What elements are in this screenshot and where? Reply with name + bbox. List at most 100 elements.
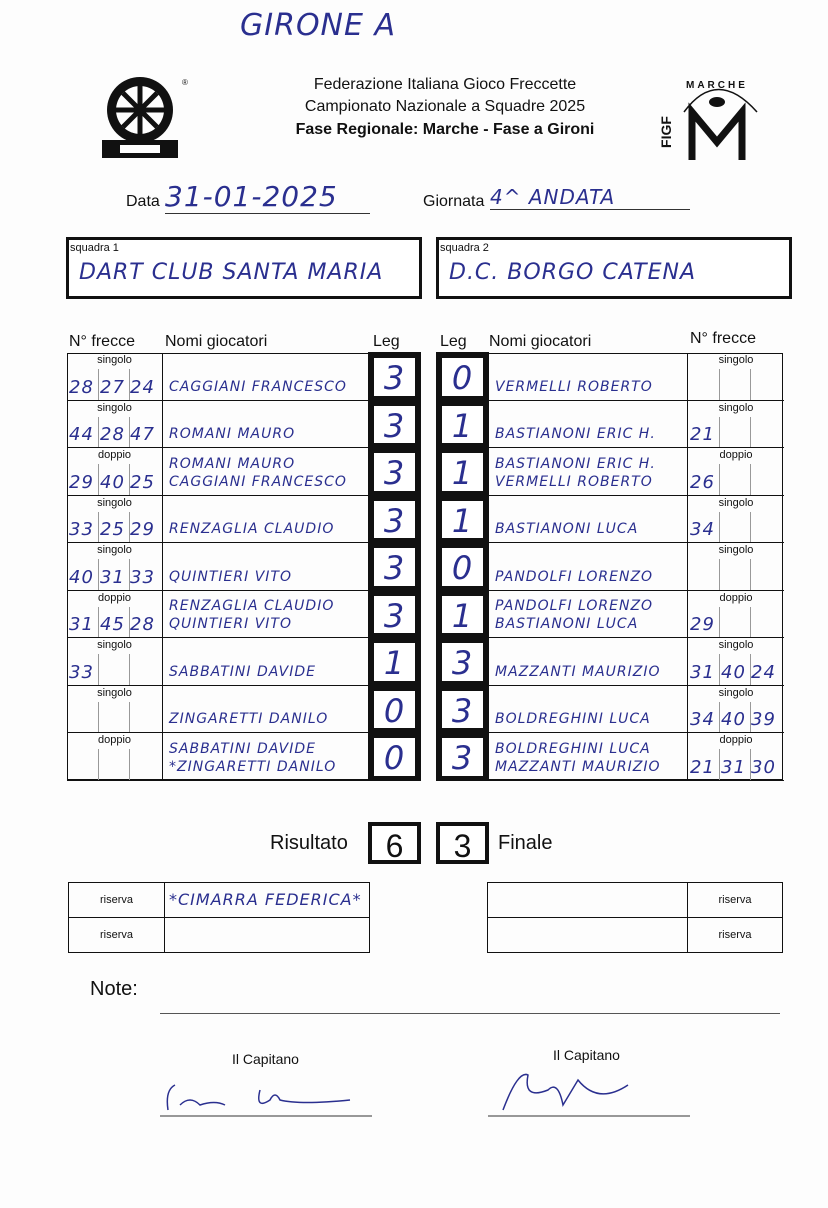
right-player-names[interactable]: BOLDREGHINI LUCA [489,685,688,733]
left-leg-score[interactable]: 3 [372,403,417,445]
left-frecce-cell[interactable]: doppio [67,733,163,781]
left-player-names[interactable]: ZINGARETTI DANILO [163,686,369,733]
result-right-score[interactable]: 3 [436,822,489,864]
left-player-names[interactable]: CAGGIANI FRANCESCO [163,353,369,401]
frecce-value[interactable]: 25 [100,519,125,540]
result-left-score[interactable]: 6 [368,822,421,864]
frecce-value[interactable]: 29 [690,614,715,635]
frecce-value[interactable]: 26 [690,471,715,493]
frecce-value[interactable]: 28 [100,424,125,445]
frecce-value[interactable]: 40 [721,709,746,730]
divider [129,559,130,590]
right-player-names[interactable]: BASTIANONI LUCA [489,495,688,543]
right-leg-score[interactable]: 1 [440,593,485,635]
frecce-value[interactable]: 47 [130,424,155,445]
frecce-value[interactable]: 30 [751,756,776,778]
match-type-label: singolo [97,639,132,651]
frecce-value[interactable]: 21 [690,756,715,778]
right-frecce-cell[interactable]: doppio 26 [688,448,784,496]
left-leg-score[interactable]: 0 [372,688,417,730]
frecce-value[interactable]: 27 [100,376,125,398]
frecce-value[interactable]: 31 [69,614,94,635]
frecce-value[interactable]: 24 [751,661,776,683]
right-riserva-row-1[interactable]: riserva [487,882,783,918]
frecce-value[interactable]: 28 [130,614,155,635]
frecce-value[interactable]: 21 [690,424,715,445]
frecce-value[interactable]: 28 [69,376,94,398]
left-leg-score[interactable]: 3 [372,593,417,635]
frecce-value[interactable]: 33 [69,661,94,683]
left-player-names[interactable]: SABBATINI DAVIDE [163,638,369,686]
left-leg-score[interactable]: 3 [372,451,417,493]
frecce-value[interactable]: 25 [130,471,155,493]
frecce-value[interactable]: 39 [751,709,776,730]
left-player-names[interactable]: QUINTIERI VITO [163,543,369,591]
match-type-label: doppio [719,449,753,461]
frecce-value[interactable]: 29 [130,519,155,540]
frecce-value[interactable]: 33 [69,519,94,540]
right-riserva-row-2[interactable]: riserva [487,918,783,953]
right-player-names[interactable]: BASTIANONI ERIC H.VERMELLI ROBERTO [489,448,688,496]
left-leg-score[interactable]: 3 [372,356,417,398]
frecce-value[interactable]: 40 [721,661,746,683]
right-leg-score[interactable]: 3 [440,688,485,730]
left-leg-score[interactable]: 0 [372,736,417,778]
giornata-value[interactable]: 4^ ANDATA [490,185,690,210]
left-player-names[interactable]: RENZAGLIA CLAUDIO [163,496,369,543]
frecce-value[interactable]: 44 [69,424,94,445]
note-line[interactable] [160,1013,780,1014]
frecce-value[interactable]: 33 [130,566,155,588]
right-leg-score[interactable]: 0 [440,546,485,588]
right-frecce-cell[interactable]: singolo [688,543,784,591]
right-leg-score[interactable]: 1 [440,403,485,445]
frecce-value[interactable]: 31 [100,566,125,588]
frecce-value[interactable]: 31 [721,756,746,778]
frecce-value[interactable]: 31 [690,661,715,683]
frecce-value[interactable]: 24 [130,376,155,398]
right-player-names[interactable]: BASTIANONI ERIC H. [489,400,688,448]
left-leg-score[interactable]: 3 [372,498,417,540]
frecce-value[interactable]: 29 [69,471,94,493]
left-player-names[interactable]: SABBATINI DAVIDE*ZINGARETTI DANILO [163,733,369,781]
left-frecce-cell[interactable]: singolo [67,685,163,733]
right-player-names[interactable]: MAZZANTI MAURIZIO [489,638,688,686]
frecce-value[interactable]: 40 [100,471,125,493]
frecce-value[interactable]: 40 [69,566,94,588]
right-leg-score[interactable]: 0 [440,356,485,398]
right-player-names[interactable]: PANDOLFI LORENZO [489,543,688,591]
right-leg-score[interactable]: 1 [440,498,485,540]
left-leg-score[interactable]: 3 [372,546,417,588]
frecce-value[interactable]: 34 [690,519,715,540]
right-player-names[interactable]: VERMELLI ROBERTO [489,353,688,401]
right-leg-score[interactable]: 3 [440,641,485,683]
right-frecce-cell[interactable]: singolo [688,353,784,401]
squadra2-box[interactable]: squadra 2 D.C. BORGO CATENA [436,237,792,299]
right-leg-score[interactable]: 1 [440,451,485,493]
right-leg-score[interactable]: 3 [440,736,485,778]
squadra1-box[interactable]: squadra 1 DART CLUB SANTA MARIA [66,237,422,299]
data-value[interactable]: 31-01-2025 [165,180,370,214]
left-riserva-row-2[interactable]: riserva [68,918,370,953]
left-player-names[interactable]: ROMANI MAURO [163,401,369,448]
left-leg-score[interactable]: 1 [372,641,417,683]
frecce-value[interactable]: 34 [690,709,715,730]
frecce-value[interactable]: 45 [100,614,125,635]
left-riserva-row-1[interactable]: riserva *CIMARRA FEDERICA* [68,882,370,918]
